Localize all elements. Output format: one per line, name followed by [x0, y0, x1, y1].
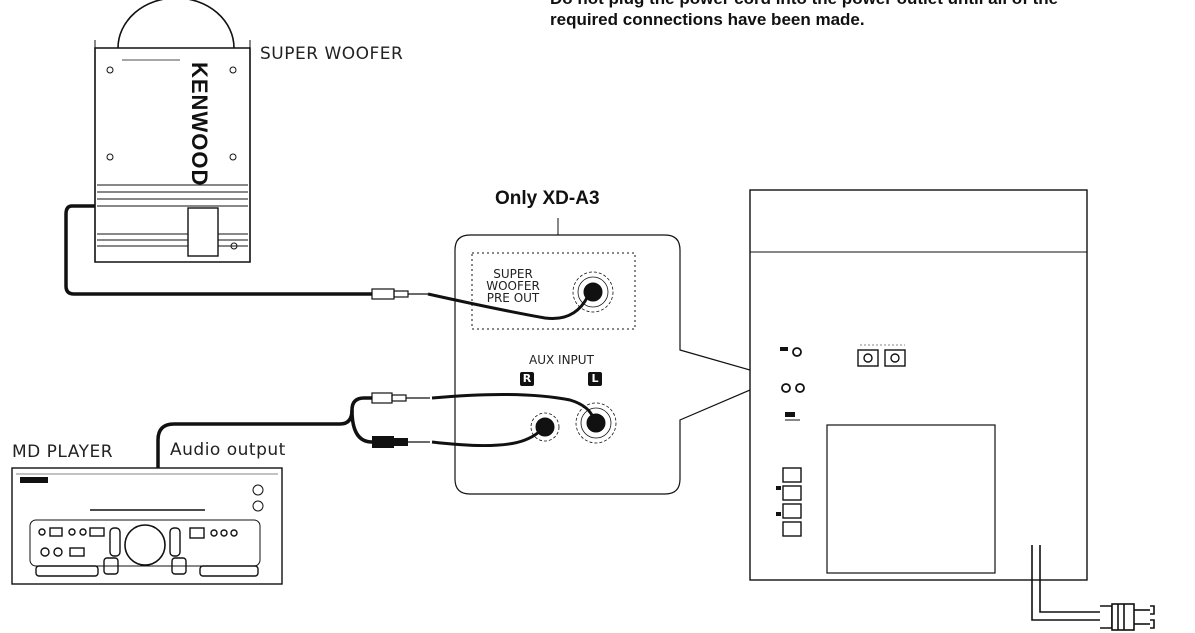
- preout-label-line-1: SUPER: [493, 267, 533, 281]
- aux-l-jack: [575, 402, 617, 444]
- aux-rca-plug-black: [372, 436, 430, 448]
- aux-l-cable: [431, 392, 596, 421]
- preout-label-line-3: PRE OUT: [486, 291, 540, 305]
- aux-input-label: AUX INPUT: [529, 353, 594, 367]
- preout-dashed-box: [471, 252, 636, 330]
- aux-right-badge: R: [520, 372, 534, 386]
- preout-rca-plug: [371, 288, 428, 300]
- md-player-label: MD PLAYER: [12, 442, 114, 462]
- power-plug: [1100, 603, 1155, 631]
- subwoofer-brand-logo: KENWOOD: [187, 62, 212, 186]
- warning-line-2: required connections have been made.: [550, 10, 865, 29]
- aux-left-badge: L: [588, 372, 602, 386]
- audio-output-label: Audio output: [170, 440, 286, 460]
- subwoofer-label: SUPER WOOFER: [260, 44, 404, 64]
- preout-label: SUPER WOOFER PRE OUT: [478, 268, 548, 304]
- power-cord: [1031, 545, 1100, 621]
- aux-rca-plug-white: [371, 392, 430, 404]
- main-unit-rear: [749, 189, 1088, 581]
- warning-line-1: Do not plug the power cord into the powe…: [550, 0, 1190, 9]
- panel-outline: [454, 234, 780, 495]
- aux-r-cable: [431, 425, 545, 448]
- md-audio-cable: [156, 396, 372, 468]
- warning-text: Do not plug the power cord into the powe…: [550, 0, 1190, 30]
- md-player-unit: [11, 467, 283, 585]
- preout-cable: [427, 292, 590, 321]
- md-audio-cable-branch: [350, 409, 373, 444]
- subwoofer-cable: [64, 204, 372, 296]
- subwoofer-unit: [94, 0, 251, 263]
- preout-label-line-2: WOOFER: [486, 279, 540, 293]
- panel-title: Only XD-A3: [495, 188, 600, 209]
